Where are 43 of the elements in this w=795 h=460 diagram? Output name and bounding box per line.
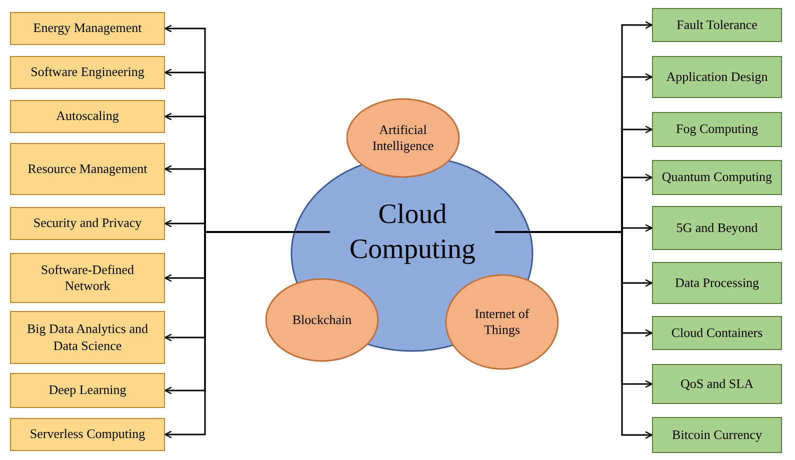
topic-box <box>652 316 782 350</box>
node-label: Software Engineering <box>30 64 144 81</box>
node-label: Big Data Analytics and Data Science <box>27 321 148 354</box>
node-label: Deep Learning <box>48 382 126 399</box>
technology-oval <box>265 278 379 362</box>
node-label: Fog Computing <box>676 121 758 138</box>
node-label: Internet of Things <box>474 306 530 338</box>
topic-box <box>10 418 165 451</box>
node-label: Autoscaling <box>56 108 119 125</box>
topic-box <box>10 207 165 240</box>
topic-box <box>652 56 782 98</box>
node-label: Data Processing <box>674 274 760 292</box>
topic-box <box>10 143 165 195</box>
topic-box <box>10 373 165 408</box>
node-label: Energy Management <box>33 20 142 37</box>
topic-box <box>652 112 782 147</box>
node-label: Resource Management <box>28 160 148 178</box>
node-label: Cloud Containers <box>671 324 763 342</box>
node-label: Fault Tolerance <box>676 16 758 34</box>
technology-oval <box>445 274 559 370</box>
node-label: Serverless Computing <box>30 426 146 443</box>
topic-box <box>10 56 165 89</box>
hub-title: Cloud Computing <box>348 198 476 267</box>
node-label: Security and Privacy <box>33 215 142 232</box>
topic-box <box>652 160 782 195</box>
node-label: Blockchain <box>292 312 352 328</box>
topic-box <box>652 8 782 42</box>
topic-box <box>10 12 165 45</box>
node-label: Software-Defined Network <box>40 262 136 294</box>
node-label: 5G and Beyond <box>676 220 758 236</box>
topic-box <box>652 417 782 453</box>
topic-box <box>10 100 165 133</box>
node-label: Bitcoin Currency <box>672 426 762 444</box>
topic-box <box>10 311 165 364</box>
node-label: QoS and SLA <box>680 376 754 392</box>
node-label: Artificial Intelligence <box>371 122 435 154</box>
node-label: Application Design <box>666 68 768 86</box>
technology-oval <box>346 98 460 178</box>
topic-box <box>652 206 782 250</box>
node-label: Quantum Computing <box>662 169 772 186</box>
topic-box <box>10 253 165 303</box>
topic-box <box>652 364 782 404</box>
topic-box <box>652 262 782 304</box>
